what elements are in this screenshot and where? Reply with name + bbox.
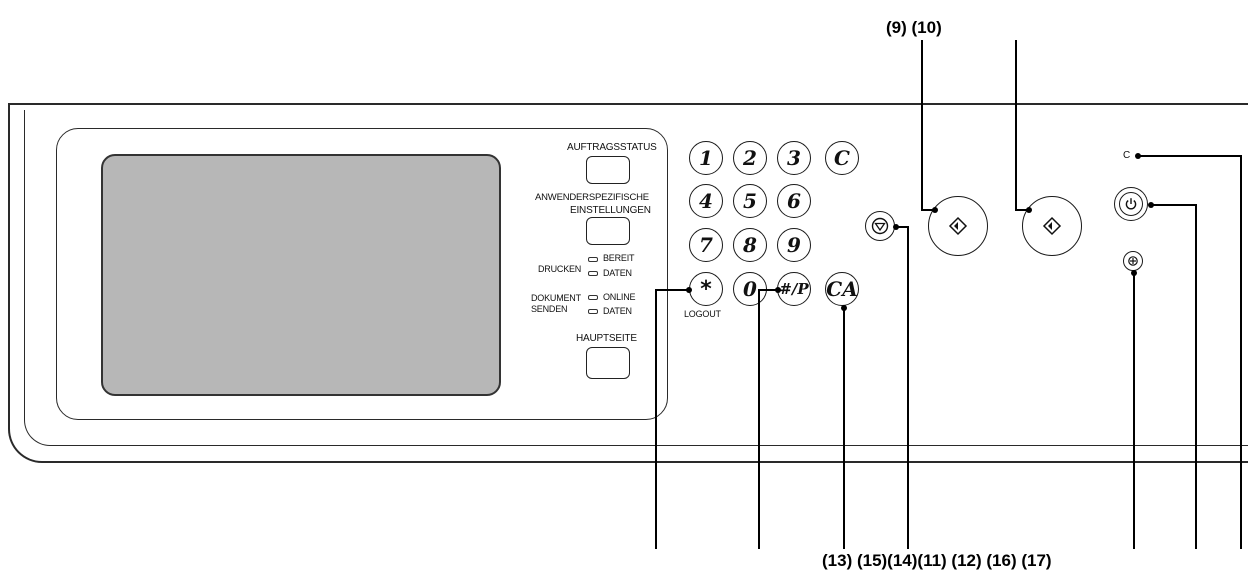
black-white-start-button[interactable] (928, 196, 988, 256)
callout-dot-stop (893, 224, 899, 230)
dokument-label: DOKUMENT (531, 293, 581, 303)
anwender-label-line2: EINSTELLUNGEN (570, 205, 651, 216)
key-2[interactable]: 2 (733, 141, 767, 175)
touch-panel-display[interactable] (101, 154, 501, 396)
clear-all-key[interactable]: CA (825, 272, 859, 306)
callout-line-13 (843, 307, 845, 549)
callout-line-hash-h (758, 289, 780, 291)
stop-button[interactable] (865, 211, 895, 241)
c-indicator-label: C (1123, 150, 1131, 161)
callout-line-9-h (921, 209, 935, 211)
send-online-led (588, 295, 598, 300)
callout-dot-hash (775, 287, 781, 293)
callout-dot-c (1135, 153, 1141, 159)
callout-dot-17 (1148, 202, 1154, 208)
key-3[interactable]: 3 (777, 141, 811, 175)
key-4[interactable]: 4 (689, 184, 723, 218)
stop-icon (871, 217, 889, 235)
drucken-label: DRUCKEN (538, 264, 582, 274)
callout-top-labels: (9) (10) (886, 18, 942, 37)
callout-line-17-h (1150, 204, 1197, 206)
key-9[interactable]: 9 (777, 228, 811, 262)
hash-p-key[interactable]: #/P (777, 272, 811, 306)
callout-line-17 (1195, 204, 1197, 549)
key-8[interactable]: 8 (733, 228, 767, 262)
key-6[interactable]: 6 (777, 184, 811, 218)
callout-dot-9 (932, 207, 938, 213)
callout-line-logout-h (655, 289, 691, 291)
callout-line-c-h (1138, 155, 1242, 157)
callout-dot-13 (841, 305, 847, 311)
callout-line-10-h (1015, 209, 1029, 211)
callout-bottom-labels: (13) (15)(14)(11) (12) (16) (17) (822, 551, 1052, 570)
auftragsstatus-label: AUFTRAGSSTATUS (567, 142, 657, 153)
key-1[interactable]: 1 (689, 141, 723, 175)
callout-dot-logout (686, 287, 692, 293)
anwender-label-line1: ANWENDERSPEZIFISCHE (535, 192, 649, 203)
print-ready-led (588, 257, 598, 262)
callout-line-logout (655, 289, 657, 549)
callout-line-stop (907, 226, 909, 549)
start-diamond-icon (1042, 216, 1062, 236)
job-status-button[interactable] (586, 156, 630, 184)
print-data-led (588, 271, 598, 276)
color-start-button[interactable] (1022, 196, 1082, 256)
power-button[interactable] (1114, 187, 1148, 221)
key-5[interactable]: 5 (733, 184, 767, 218)
start-diamond-icon (948, 216, 968, 236)
key-7[interactable]: 7 (689, 228, 723, 262)
callout-line-9 (921, 40, 923, 210)
energy-save-button[interactable] (1123, 251, 1143, 271)
power-icon (1125, 198, 1137, 210)
callout-dot-10 (1026, 207, 1032, 213)
callout-line-16 (1133, 272, 1135, 549)
send-data-led (588, 309, 598, 314)
callout-dot-16 (1131, 270, 1137, 276)
logout-key[interactable]: * (689, 272, 723, 306)
callout-line-c (1240, 155, 1242, 549)
callout-line-hash (758, 289, 760, 549)
bereit-label: BEREIT (603, 253, 635, 263)
logout-label: LOGOUT (684, 309, 721, 319)
callout-line-10 (1015, 40, 1017, 210)
energy-save-icon (1128, 256, 1138, 266)
custom-settings-button[interactable] (586, 217, 630, 245)
online-label: ONLINE (603, 292, 636, 302)
home-screen-button[interactable] (586, 347, 630, 379)
panel-inner-frame (24, 110, 1248, 446)
senden-label: SENDEN (531, 304, 568, 314)
panel-outer-frame (8, 103, 1248, 463)
clear-key[interactable]: C (825, 141, 859, 175)
hauptseite-label: HAUPTSEITE (576, 333, 637, 344)
callout-line-stop-h (895, 226, 909, 228)
daten-label-print: DATEN (603, 268, 632, 278)
daten-label-send: DATEN (603, 306, 632, 316)
